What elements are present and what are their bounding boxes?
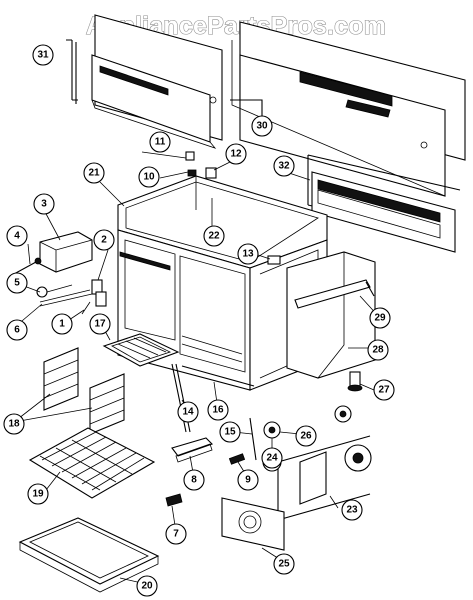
part-12-valve [205, 167, 217, 179]
callout-5: 5 [6, 272, 28, 294]
svg-text:19: 19 [32, 489, 44, 500]
callout-3: 3 [33, 193, 55, 215]
svg-text:10: 10 [143, 172, 155, 183]
svg-text:15: 15 [224, 427, 236, 438]
svg-text:17: 17 [94, 319, 106, 330]
svg-text:27: 27 [378, 385, 390, 396]
svg-text:1: 1 [59, 319, 65, 330]
callout-18: 18 [3, 413, 25, 435]
callout-20: 20 [136, 575, 158, 597]
part-7-valve [165, 493, 183, 507]
callout-17: 17 [89, 313, 111, 335]
part-6-wire [39, 289, 93, 307]
callout-32: 32 [273, 155, 295, 177]
callout-14: 14 [177, 401, 199, 423]
callout-21: 21 [83, 162, 105, 184]
part-16-rail [181, 365, 255, 387]
svg-text:23: 23 [346, 505, 358, 516]
callout-24: 24 [261, 447, 283, 469]
callout-30: 30 [251, 115, 273, 137]
svg-text:2: 2 [101, 235, 107, 246]
svg-text:6: 6 [14, 325, 20, 336]
part-31-upper-panel [66, 14, 223, 149]
part-19-oven-rack [28, 427, 156, 499]
part-10-11-fittings [185, 151, 197, 177]
part-26-casters [263, 405, 352, 439]
callout-19: 19 [27, 483, 49, 505]
svg-text:4: 4 [14, 231, 20, 242]
callout-28: 28 [367, 339, 389, 361]
callout-10: 10 [138, 166, 160, 188]
svg-text:24: 24 [266, 453, 278, 464]
callout-1: 1 [51, 313, 73, 335]
part-20-drip-tray [18, 517, 160, 593]
callout-25: 25 [273, 553, 295, 575]
leader-lines [13, 151, 381, 585]
callout-23: 23 [341, 499, 363, 521]
svg-text:7: 7 [173, 529, 179, 540]
svg-text:30: 30 [256, 121, 268, 132]
svg-text:5: 5 [14, 278, 20, 289]
svg-text:16: 16 [212, 405, 224, 416]
part-15-rod [249, 417, 257, 461]
callout-9: 9 [237, 469, 259, 491]
part-5-fitting [36, 284, 73, 298]
callout-2: 2 [93, 229, 115, 251]
callout-11: 11 [149, 131, 171, 153]
svg-text:28: 28 [372, 345, 384, 356]
callout-15: 15 [219, 421, 241, 443]
part-32-control-panel [307, 154, 461, 253]
svg-text:9: 9 [245, 475, 251, 486]
part-4-probe [13, 257, 42, 275]
svg-text:31: 31 [37, 50, 49, 61]
svg-text:3: 3 [41, 199, 47, 210]
part-25-fan-cover [221, 497, 285, 551]
part-9-igniter [228, 453, 246, 465]
svg-text:32: 32 [278, 161, 290, 172]
svg-text:12: 12 [230, 149, 242, 160]
part-30-main-door [230, 21, 466, 197]
callout-27: 27 [373, 379, 395, 401]
callout-16: 16 [207, 399, 229, 421]
part-1-pin [81, 301, 91, 315]
callout-22: 22 [203, 225, 225, 247]
part-29-handle [294, 279, 375, 309]
part-8-burner [171, 437, 214, 463]
svg-text:26: 26 [300, 431, 312, 442]
part-17-broil-pan [102, 333, 180, 367]
svg-text:21: 21 [88, 168, 100, 179]
part-3-box [39, 231, 93, 273]
callout-29: 29 [369, 307, 391, 329]
svg-text:14: 14 [182, 407, 194, 418]
svg-text:8: 8 [191, 475, 197, 486]
svg-text:11: 11 [155, 137, 166, 148]
part-18-rack-supports [43, 347, 125, 435]
svg-text:29: 29 [374, 313, 386, 324]
callout-8: 8 [183, 469, 205, 491]
callout-13: 13 [237, 243, 259, 265]
svg-text:22: 22 [208, 231, 220, 242]
callout-26: 26 [295, 425, 317, 447]
callout-4: 4 [6, 225, 28, 247]
callout-6: 6 [6, 319, 28, 341]
callout-7: 7 [165, 523, 187, 545]
svg-text:13: 13 [242, 249, 254, 260]
part-28-side-panel [286, 251, 376, 379]
part-2-switch [91, 279, 107, 307]
svg-text:18: 18 [8, 419, 20, 430]
svg-text:20: 20 [141, 581, 153, 592]
part-27-leg [347, 371, 363, 392]
part-13-bracket [267, 255, 281, 265]
svg-text:25: 25 [278, 559, 290, 570]
callout-12: 12 [225, 143, 247, 165]
callout-31: 31 [32, 44, 54, 66]
